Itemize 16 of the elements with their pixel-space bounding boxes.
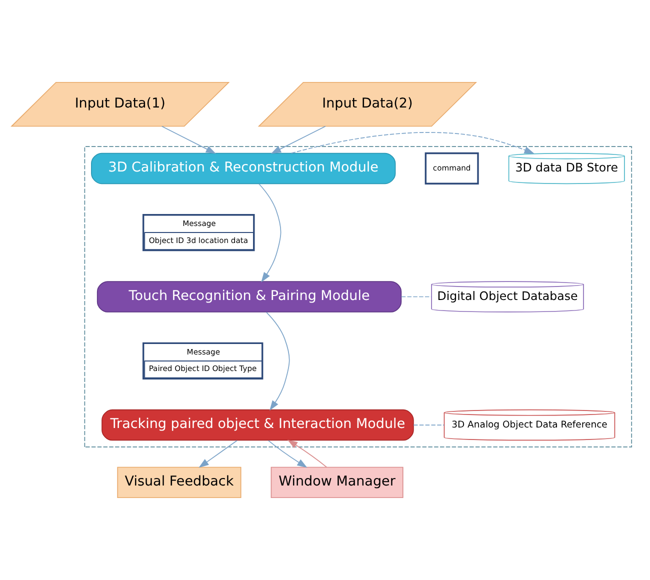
- arrow: [270, 126, 326, 154]
- arrow: [266, 312, 290, 411]
- arrow: [290, 132, 534, 154]
- node-box: Visual Feedback: [117, 466, 242, 498]
- arrow: [287, 440, 328, 468]
- node-box: Window Manager: [270, 466, 404, 498]
- arrow: [268, 440, 308, 468]
- node-box: Touch Recognition & Pairing Module: [96, 281, 402, 312]
- arrow: [161, 126, 216, 154]
- connector: [400, 296, 432, 298]
- connector: [413, 424, 444, 426]
- node-box: Tracking paired object & Interaction Module: [102, 409, 414, 441]
- arrow: [198, 440, 238, 468]
- node-box: command: [424, 152, 479, 184]
- node-box: 3D Calibration & Reconstruction Module: [91, 152, 396, 184]
- arrow: [258, 183, 282, 282]
